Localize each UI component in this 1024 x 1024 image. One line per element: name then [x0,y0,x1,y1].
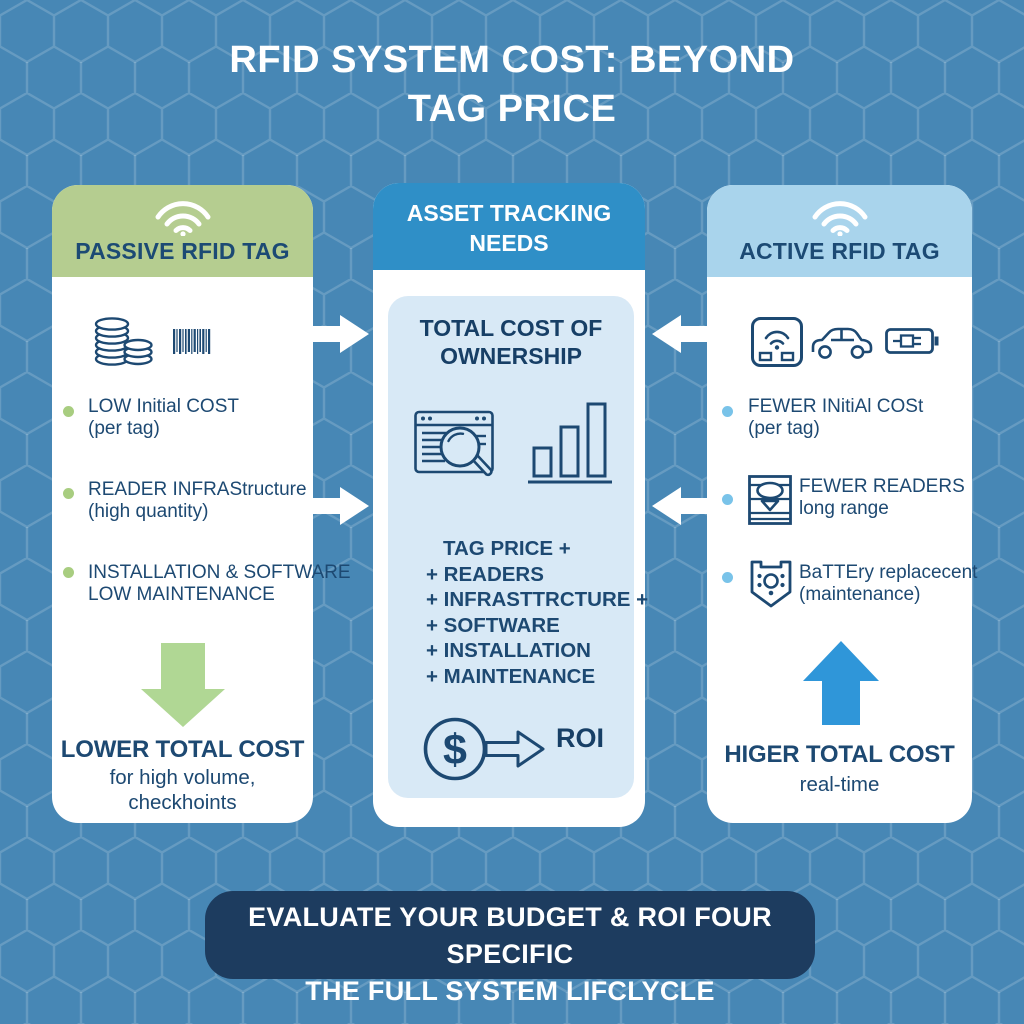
browser-search-icon [414,410,494,477]
rfid-tag-icon [751,317,803,367]
active-bullet-2: FEWER READERS long range [799,476,965,519]
bar-chart-icon [528,402,612,484]
dollar-roi-arrow-icon: $ [423,717,545,781]
passive-bullet-2: READER INFRAStructure (high quantity) [88,479,307,522]
needs-title-line1: ASSET TRACKING [406,200,612,226]
right-arrow-icon [311,487,369,525]
barcode-icon [173,329,211,354]
active-footer-line1: real-time [799,773,880,796]
active-rfid-card: ACTIVE RFID TAG [707,185,977,823]
car-icon [811,327,873,359]
cost-item: + INFRASTTRCTURE + [426,588,649,611]
cost-item: TAG PRICE + [443,537,571,560]
wifi-icon [812,201,867,236]
left-arrow-icon [652,487,710,525]
active-card-title: ACTIVE RFID TAG [739,238,940,264]
dollar-symbol: $ [443,726,467,774]
active-bullet-1: FEWER INitiAl COSt (per tag) [748,396,924,439]
page-title-line1: RFID SYSTEM COST: BEYOND [229,39,795,81]
reader-icon [748,475,792,525]
tco-title: TOTAL COST OF OWNERSHIP [419,315,603,369]
cost-item: + MAINTENANCE [426,664,596,688]
bullet-dot [63,488,74,499]
bullet-dot [722,406,733,417]
cost-item: + INSTALLATION [426,639,591,662]
right-arrow-icon [311,315,369,353]
banner-line1: EVALUATE YOUR BUDGET & ROI FOUR SPECIFIC [248,902,772,969]
down-arrow-icon [141,643,225,727]
roi-label: ROI [556,723,605,753]
needs-card-header: ASSET TRACKING NEEDS [373,183,645,270]
cost-item: + READERS [426,562,544,586]
up-arrow-icon [803,641,879,725]
active-bullet-3: BaTTEry replacecent (maintenance) [799,562,978,605]
wifi-icon [155,201,210,236]
passive-footer-line2: checkhoints [128,791,237,814]
passive-footer-title: LOWER TOTAL COST [60,736,305,763]
passive-rfid-card: PASSIVE RFID TAG [52,185,351,823]
coins-icon [94,317,153,366]
active-footer-title: HIGER TOTAL COST [724,741,955,768]
bullet-dot [722,494,733,505]
passive-card-header: PASSIVE RFID TAG [52,185,313,277]
banner-line2: THE FULL SYSTEM LIFCLYCLE [305,976,715,1006]
asset-tracking-card: ASSET TRACKING NEEDS TOTAL COST OF OWNER… [373,183,648,827]
passive-bullet-3: INSTALLATION & SOFTWARE LOW MAINTENANCE [88,562,351,605]
active-card-header: ACTIVE RFID TAG [707,185,972,277]
passive-footer-line1: for high volume, [109,766,256,789]
bullet-dot [722,572,733,583]
page-title: RFID SYSTEM COST: BEYOND TAG PRICE [0,36,1024,134]
bullet-dot [63,567,74,578]
page-title-line2: TAG PRICE [407,88,617,130]
battery-icon [885,328,939,354]
left-arrow-icon [652,315,710,353]
passive-bullet-1: LOW Initial COST (per tag) [88,396,239,439]
battery-replace-icon [750,560,792,608]
cost-sum-list: TAG PRICE + + READERS + INFRASTTRCTURE +… [426,536,648,689]
needs-title-line2: NEEDS [469,230,549,256]
bullet-dot [63,406,74,417]
cost-item: + SOFTWARE [426,613,560,637]
passive-card-title: PASSIVE RFID TAG [75,238,290,264]
bottom-banner: EVALUATE YOUR BUDGET & ROI FOUR SPECIFIC… [205,891,815,1006]
tco-panel: TOTAL COST OF OWNERSHIP [388,296,648,798]
